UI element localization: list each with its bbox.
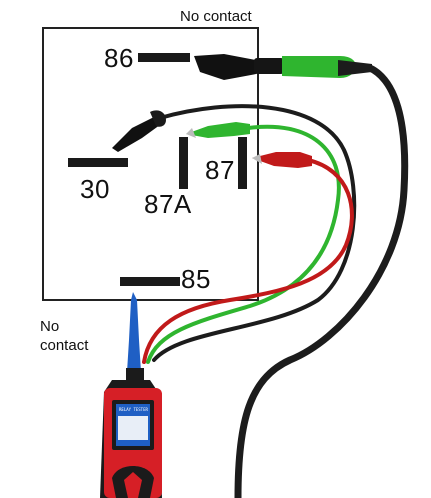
- black-clip-86: [194, 54, 372, 80]
- black-wire: [234, 64, 409, 498]
- pin-label-85: 85: [181, 264, 211, 294]
- terminal-87a: [179, 137, 188, 189]
- pin-label-87a: 87A: [144, 189, 192, 219]
- probe-collar: [126, 368, 144, 382]
- green-wire: [146, 124, 341, 364]
- terminal-85: [120, 277, 180, 286]
- note-no-contact-left-1: No: [40, 318, 60, 335]
- red-wire: [142, 158, 354, 364]
- relay-tester-device: [100, 380, 162, 498]
- note-no-contact-top: No contact: [180, 8, 252, 25]
- red-clip-87: [252, 152, 312, 168]
- pin-label-86: 86: [104, 43, 134, 73]
- pin-label-30: 30: [80, 174, 110, 204]
- pin-label-87: 87: [205, 155, 235, 185]
- terminal-87: [238, 137, 247, 189]
- terminal-30: [68, 158, 128, 167]
- green-clip-87a: [186, 122, 250, 138]
- terminal-86: [138, 53, 190, 62]
- probe-tip: [127, 292, 141, 372]
- tester-screen-title: RELAY TESTER: [119, 407, 148, 412]
- black-clip-30: [112, 110, 166, 152]
- relay-outline: [42, 27, 259, 301]
- note-no-contact-left-2: contact: [40, 337, 89, 354]
